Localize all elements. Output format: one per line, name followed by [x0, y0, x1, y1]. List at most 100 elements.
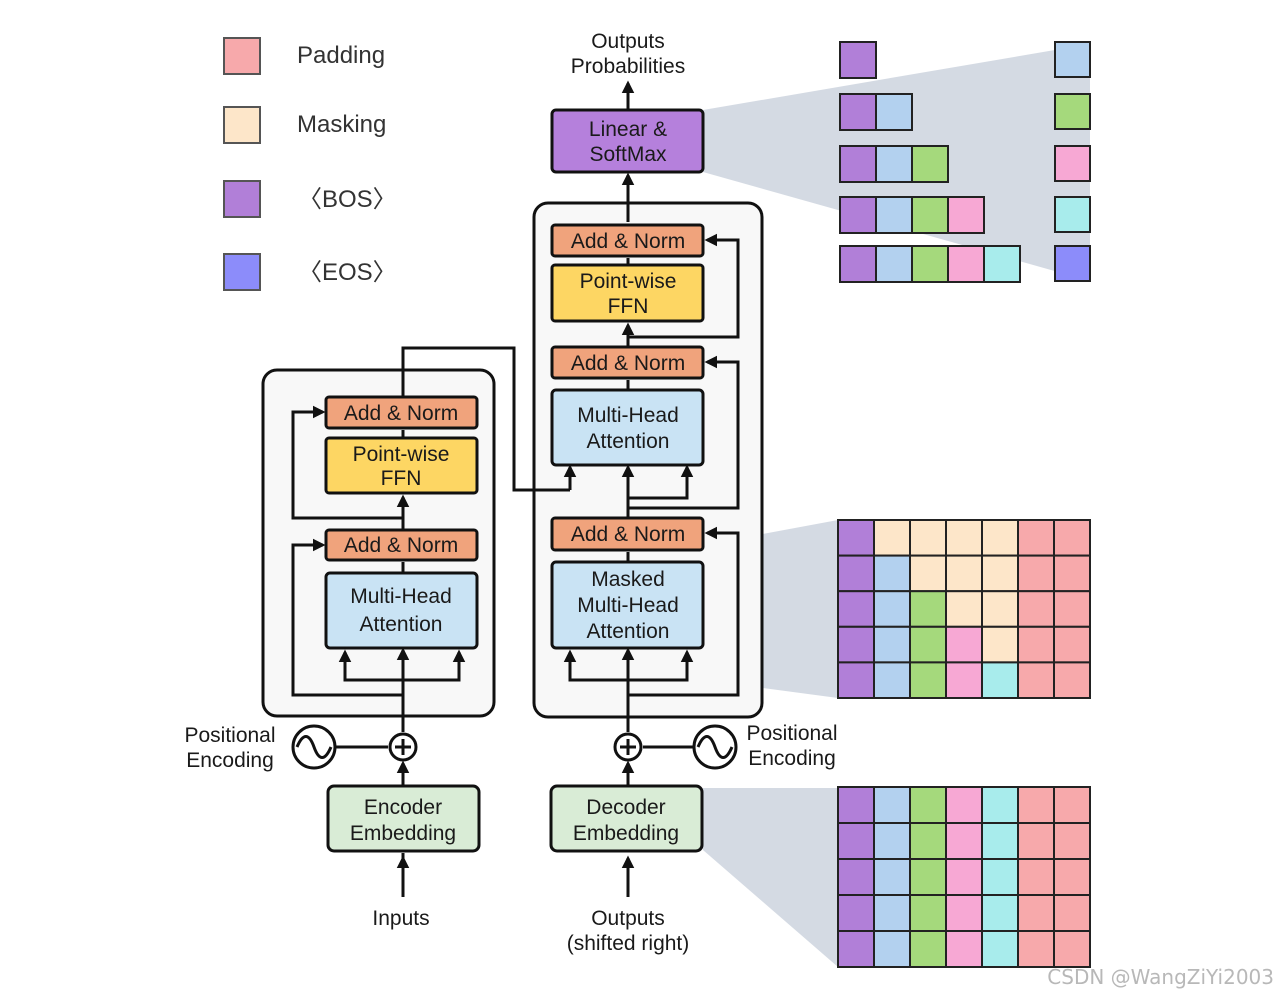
- token-cell-tok-cyan: [981, 930, 1019, 968]
- block-label: Point-wise: [580, 270, 677, 293]
- token-cell-padding: [1017, 894, 1055, 932]
- encoder-ffn: Point-wise FFN: [324, 436, 479, 495]
- token-cell-tok-green: [909, 786, 947, 824]
- token-cell-eos: [1054, 245, 1091, 282]
- block-label: Add & Norm: [344, 402, 458, 425]
- encoder-embedding: Encoder Embedding: [326, 784, 481, 853]
- token-cell-tok-pink: [945, 786, 983, 824]
- block-label: Linear &: [589, 118, 667, 141]
- block-label: Multi-Head: [350, 585, 452, 608]
- token-cell-tok-green: [909, 661, 947, 700]
- token-cell-masking: [981, 554, 1019, 593]
- token-cell-bos: [837, 554, 875, 593]
- token-cell-padding: [1053, 858, 1091, 896]
- bos-swatch: [223, 180, 261, 218]
- token-cell-masking: [909, 519, 947, 557]
- block-label: Multi-Head: [577, 594, 679, 617]
- decoder-multi-head-attention: Multi-Head Attention: [550, 388, 705, 467]
- padding-swatch: [223, 37, 261, 75]
- eos-swatch: [223, 253, 261, 291]
- token-cell-tok-pink: [1054, 145, 1091, 182]
- label-line: Outputs: [591, 30, 665, 53]
- token-cell-tok-blue: [875, 93, 913, 131]
- token-cell-bos: [837, 625, 875, 664]
- block-label: Encoder: [364, 796, 442, 819]
- token-cell-tok-blue: [873, 625, 911, 664]
- watermark: CSDN @WangZiYi2003: [1047, 965, 1274, 989]
- token-cell-masking: [981, 590, 1019, 628]
- token-cell-tok-cyan: [981, 858, 1019, 896]
- token-cell-masking: [945, 590, 983, 628]
- token-cell-tok-blue: [875, 145, 913, 183]
- decoder-masked-attention: Masked Multi-Head Attention: [550, 560, 705, 650]
- block-label: Add & Norm: [344, 534, 458, 557]
- decoder-add-norm-top: Add & Norm: [550, 223, 705, 258]
- legend-item-masking: Masking: [223, 106, 386, 144]
- block-label: Decoder: [586, 796, 665, 819]
- token-cell-bos: [839, 245, 877, 283]
- label-line: Probabilities: [571, 55, 685, 78]
- token-cell-padding: [1053, 590, 1091, 628]
- token-cell-padding: [1017, 786, 1055, 824]
- block-label: SoftMax: [589, 143, 667, 166]
- token-cell-tok-pink: [945, 661, 983, 700]
- block-label: Embedding: [350, 822, 456, 845]
- token-cell-tok-blue: [873, 894, 911, 932]
- token-cell-tok-cyan: [981, 822, 1019, 860]
- token-cell-tok-green: [909, 822, 947, 860]
- block-label: Point-wise: [353, 443, 450, 466]
- label-line: Inputs: [372, 907, 429, 930]
- token-cell-masking: [873, 519, 911, 557]
- token-cell-tok-blue: [873, 858, 911, 896]
- token-cell-bos: [837, 858, 875, 896]
- encoder-input-label: Inputs: [372, 907, 429, 930]
- token-cell-tok-cyan: [983, 245, 1021, 283]
- token-cell-tok-green: [1054, 93, 1091, 130]
- token-cell-tok-pink: [945, 930, 983, 968]
- legend: Padding Masking 〈BOS〉 〈EOS〉: [223, 37, 397, 291]
- encoder-add-norm-bottom: Add & Norm: [324, 528, 479, 562]
- decoder-add-circle: [613, 732, 643, 762]
- token-cell-tok-pink: [947, 196, 985, 234]
- legend-label: 〈BOS〉: [298, 186, 397, 213]
- token-cell-tok-blue: [873, 590, 911, 628]
- token-cell-tok-green: [911, 145, 949, 183]
- token-cell-padding: [1017, 554, 1055, 593]
- token-cell-padding: [1053, 894, 1091, 932]
- token-cell-padding: [1053, 519, 1091, 557]
- token-cell-tok-blue: [873, 786, 911, 824]
- token-cell-tok-blue: [875, 245, 913, 283]
- decoder-embedding: Decoder Embedding: [549, 784, 704, 853]
- token-cell-padding: [1017, 661, 1055, 700]
- decoder-sine-icon: [692, 724, 738, 770]
- encoder-connections: [291, 346, 570, 897]
- legend-item-padding: Padding: [223, 37, 385, 75]
- label-line: Encoding: [748, 747, 836, 770]
- token-cell-padding: [1017, 625, 1055, 664]
- token-cell-tok-cyan: [1054, 196, 1091, 233]
- encoder-positional-encoding-label: Positional Encoding: [184, 724, 275, 772]
- output-probabilities-label: Outputs Probabilities: [571, 30, 685, 78]
- decoder-input-label: Outputs (shifted right): [567, 907, 690, 955]
- block-label: Add & Norm: [571, 352, 685, 375]
- token-cell-tok-green: [911, 196, 949, 234]
- output-stair-grid: [839, 41, 1021, 283]
- token-cell-padding: [1017, 590, 1055, 628]
- decoder-add-norm-bottom: Add & Norm: [550, 516, 705, 552]
- token-cell-bos: [839, 196, 877, 234]
- token-cell-masking: [981, 625, 1019, 664]
- legend-label: 〈EOS〉: [298, 259, 397, 286]
- token-cell-padding: [1053, 625, 1091, 664]
- token-cell-tok-green: [909, 894, 947, 932]
- token-cell-tok-cyan: [981, 661, 1019, 700]
- mask-matrix: [837, 519, 1091, 700]
- token-cell-tok-blue: [1054, 41, 1091, 78]
- legend-item-eos: 〈EOS〉: [223, 253, 397, 291]
- token-cell-tok-pink: [945, 625, 983, 664]
- decoder-positional-encoding-label: Positional Encoding: [746, 722, 837, 770]
- token-cell-tok-blue: [875, 196, 913, 234]
- encoder-multi-head-attention: Multi-Head Attention: [324, 571, 479, 650]
- decoder-add-norm-mid: Add & Norm: [550, 345, 705, 380]
- token-cell-tok-blue: [873, 554, 911, 593]
